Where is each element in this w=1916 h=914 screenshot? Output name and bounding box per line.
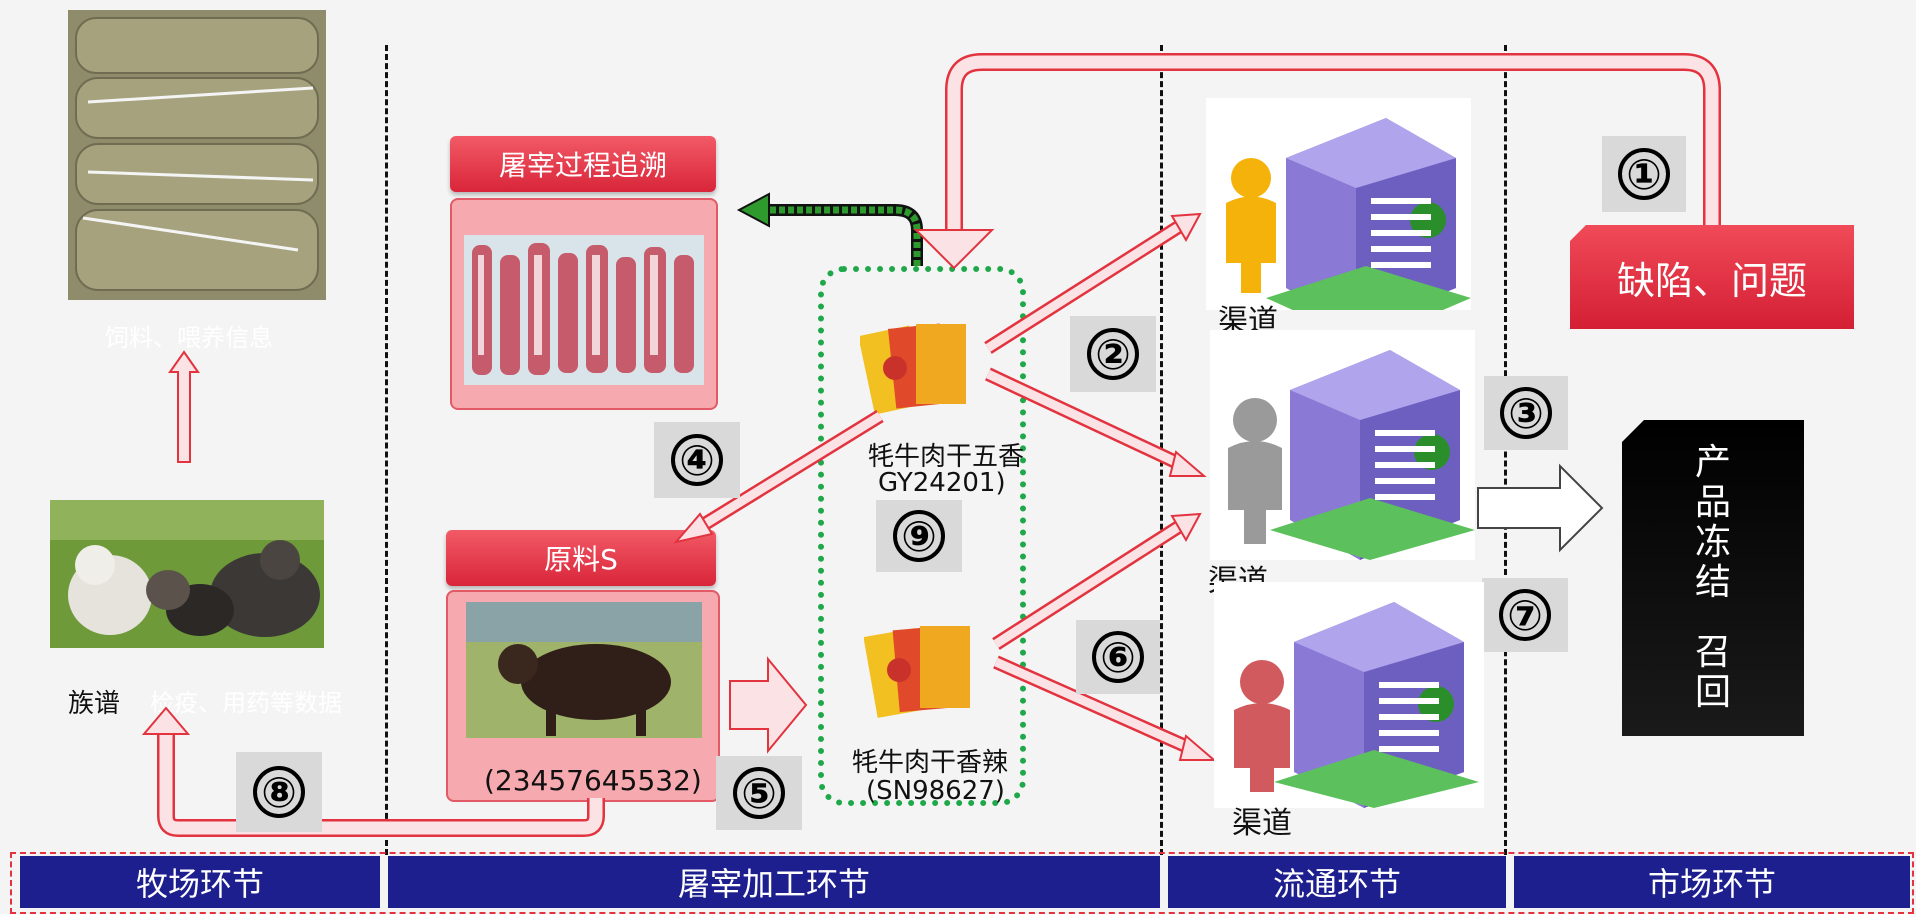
freeze-char-1: 产 [1694, 442, 1731, 483]
feed-caption: 饲料、喂养信息 [105, 324, 273, 352]
step-8-badge: ⑧ [236, 752, 322, 832]
freeze-char-6: 回 [1694, 672, 1731, 713]
slaughter-box [450, 198, 718, 410]
step-3-badge: ③ [1484, 376, 1568, 450]
pedigree-label: 族谱 [68, 689, 121, 719]
channel-1 [1206, 98, 1471, 343]
stage-market: 市场环节 [1514, 856, 1910, 908]
step-6-badge: ⑥ [1076, 620, 1160, 694]
freeze-char-4: 结 [1694, 562, 1731, 603]
stage-circulation: 流通环节 [1168, 856, 1506, 908]
channel-3 [1214, 582, 1484, 808]
stage-processing: 屠宰加工环节 [388, 856, 1160, 908]
defect-box: 缺陷、问题 [1570, 225, 1854, 329]
arrow-p1-channel1 [984, 212, 1202, 354]
product-group-frame [818, 266, 1026, 806]
freeze-char-5: 召 [1694, 632, 1731, 673]
channel-2 [1210, 330, 1475, 560]
arrow-to-freeze [1477, 463, 1604, 553]
step-4-badge: ④ [654, 422, 740, 498]
raw-material-id: (23457645532) [484, 764, 702, 797]
arrow-up-feed [168, 350, 200, 463]
freeze-char-3: 冻 [1694, 522, 1731, 563]
slaughter-trace-header: 屠宰过程追溯 [450, 136, 716, 192]
step-1-badge: ① [1602, 136, 1686, 212]
yak-herd-photo [50, 500, 324, 648]
freeze-char-2: 品 [1694, 482, 1731, 523]
carcass-photo [464, 235, 704, 385]
yak-photo [466, 602, 702, 738]
arrow-p2-channel2 [992, 512, 1202, 650]
step-5-badge: ⑤ [716, 756, 802, 830]
step-9-badge: ⑨ [876, 500, 962, 572]
stage-farm: 牧场环节 [20, 856, 380, 908]
product-1-code: GY24201) [878, 468, 1006, 498]
product-package-2 [863, 618, 976, 722]
defect-text: 缺陷、问题 [1616, 258, 1807, 303]
arrow-raw-to-products [729, 656, 808, 754]
product-package-1 [858, 316, 972, 418]
step-2-badge: ② [1070, 316, 1156, 392]
product-2-name: 牦牛肉干香辣 [852, 748, 1009, 778]
recall-arrowhead [913, 229, 995, 270]
pedigree-caption: 检疫、用药等数据 [150, 689, 342, 717]
step-7-badge: ⑦ [1482, 578, 1568, 652]
hay-bales-photo [68, 10, 326, 300]
arrow-raw-to-pedigree [157, 730, 605, 837]
raw-material-box: (23457645532) [446, 590, 720, 802]
channel-3-label: 渠道 [1232, 806, 1292, 841]
arrow-p2-channel3 [993, 655, 1217, 761]
separator-circulation-market [1504, 45, 1507, 855]
product-2-code: (SN98627) [866, 776, 1005, 806]
product-1-name: 牦牛肉干五香 [868, 442, 1025, 472]
freeze-recall-box: 产 品 冻 结 召 回 [1622, 420, 1804, 736]
separator-farm-processing [385, 45, 388, 855]
arrow-p1-channel2 [985, 367, 1207, 477]
raw-material-header: 原料S [446, 530, 716, 586]
arrow-product-to-raw [673, 410, 884, 544]
